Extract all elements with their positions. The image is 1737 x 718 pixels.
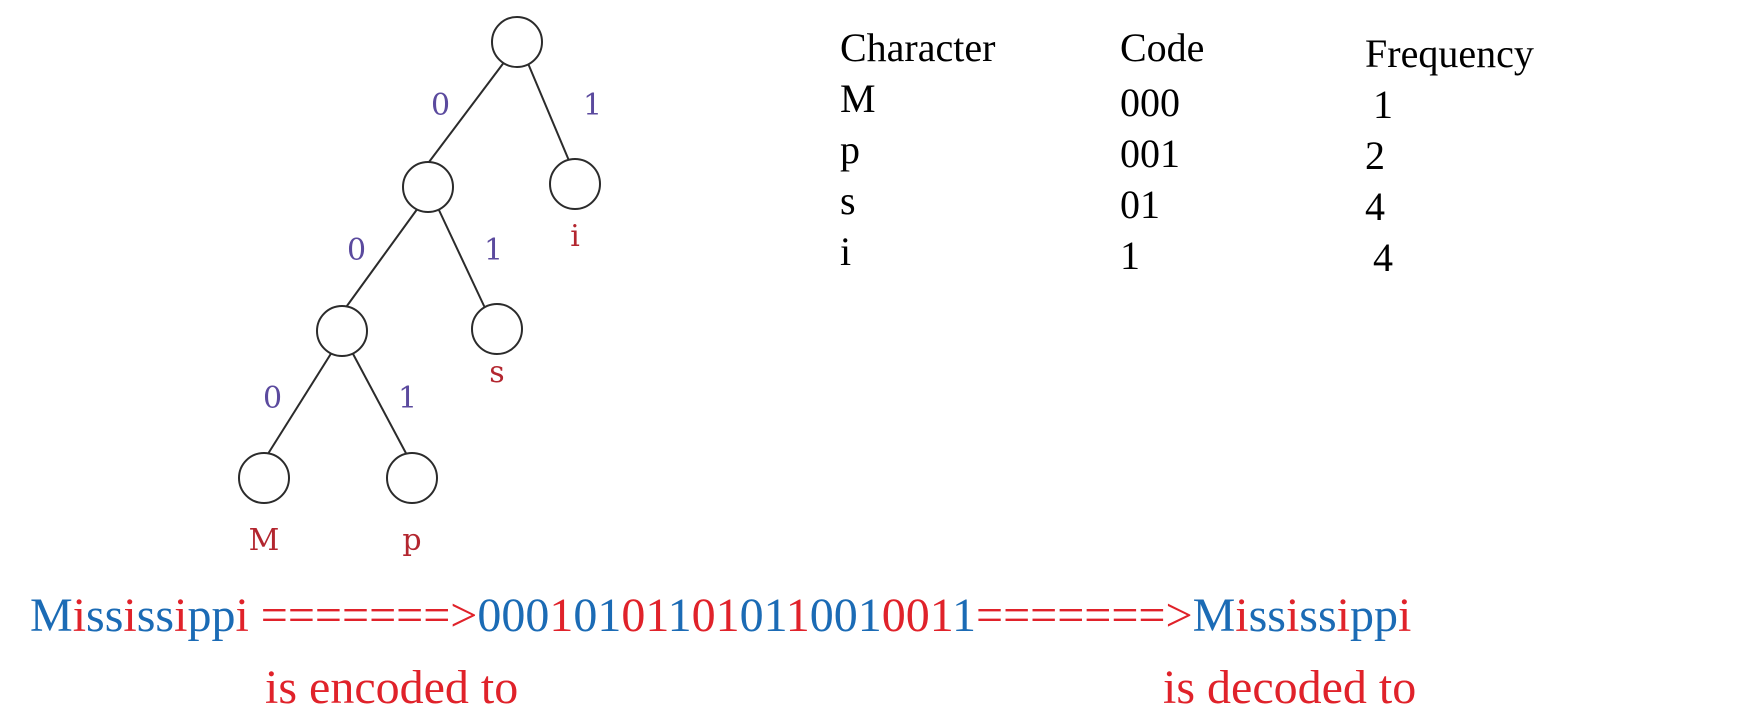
code-table-code-column: Code 000 001 01 1 (1120, 22, 1204, 281)
encoding-segment: i (1235, 589, 1249, 642)
encoding-segment: M (1192, 589, 1236, 642)
tree-node-internal-00 (316, 305, 368, 357)
edge-label-root-right: 1 (583, 88, 602, 123)
leaf-label-i: i (570, 219, 580, 254)
edge-n1-left (343, 207, 419, 311)
cell-frequency: 2 (1365, 133, 1385, 178)
encoding-segment: i (123, 589, 137, 642)
encoding-segment: ss (1299, 589, 1337, 642)
encoding-line: Mississippi =======>00010101101011001001… (30, 588, 1411, 644)
caption-decoded: is decoded to (1163, 661, 1417, 714)
encoding-segment: pp (1350, 589, 1398, 642)
cell-code: 000 (1120, 80, 1180, 125)
encoding-segment: 1 (667, 589, 692, 642)
cell-code: 01 (1120, 182, 1160, 227)
header-frequency: Frequency (1365, 31, 1534, 76)
encoding-segment: 1 (952, 589, 976, 642)
encoding-segment: i (1398, 589, 1412, 642)
encoding-segment: 01 (691, 589, 740, 642)
cell-character: M (840, 76, 876, 121)
encoding-segment: M (30, 589, 73, 642)
tree-node-internal-0 (402, 161, 454, 213)
cell-character: s (840, 178, 856, 223)
edge-n2-left (265, 351, 333, 458)
cell-frequency: 4 (1365, 184, 1385, 229)
encoding-segment: 1 (549, 589, 574, 642)
edge-root-left (425, 60, 506, 167)
encoding-segment: 01 (739, 589, 786, 642)
encoding-segment: 000 (477, 589, 550, 642)
cell-code: 1 (1120, 233, 1140, 278)
tree-node-leaf-M (238, 452, 290, 504)
encoding-segment: =======> (976, 589, 1193, 642)
edge-root-right (526, 60, 571, 164)
encoding-segment: 01 (621, 589, 668, 642)
leaf-label-M: M (249, 523, 280, 558)
encoding-segment: i (174, 589, 188, 642)
cell-character: p (840, 127, 860, 172)
edge-label-n2-left: 0 (263, 381, 282, 416)
tree-node-leaf-p (386, 452, 438, 504)
edge-label-n1-right: 1 (484, 233, 503, 268)
encoding-segment: i (72, 589, 87, 642)
edge-n1-right (437, 207, 486, 309)
leaf-label-p: p (402, 523, 421, 558)
tree-node-leaf-s (471, 303, 523, 355)
encoding-segment: =======> (248, 589, 478, 642)
cell-character: i (840, 229, 852, 274)
caption-encoded: is encoded to (265, 661, 519, 714)
cell-code: 001 (1120, 131, 1180, 176)
encoding-segment: ss (136, 589, 175, 642)
tree-node-root (491, 16, 543, 68)
leaf-label-s: s (489, 355, 504, 390)
encoding-segment: 1 (785, 589, 810, 642)
header-code: Code (1120, 25, 1205, 70)
cell-frequency: 1 (1373, 82, 1393, 127)
huffman-tree: 0 1 0 1 0 1 i s M p (238, 16, 602, 558)
encoding-segment: pp (187, 589, 236, 642)
tree-node-leaf-i (549, 158, 601, 210)
encoding-segment: ss (86, 589, 124, 642)
encoding-segment: 001 (881, 589, 952, 642)
edge-label-n2-right: 1 (398, 381, 417, 416)
encoding-segment: i (1336, 589, 1350, 642)
encoding-segment: i (1285, 589, 1300, 642)
encoding-segment: 01 (573, 589, 622, 642)
header-character: Character (840, 25, 996, 70)
encoding-segment: ss (1248, 589, 1286, 642)
encoding-segment: i (235, 589, 249, 642)
encoding-segment: 001 (809, 589, 882, 642)
code-table-frequency-column: Frequency 1 2 4 4 (1365, 28, 1534, 283)
edge-n2-right (351, 351, 409, 458)
edge-label-root-left: 0 (431, 88, 450, 123)
code-table-character-column: Character M p s i (840, 22, 995, 277)
cell-frequency: 4 (1373, 235, 1393, 280)
edge-label-n1-left: 0 (347, 233, 366, 268)
